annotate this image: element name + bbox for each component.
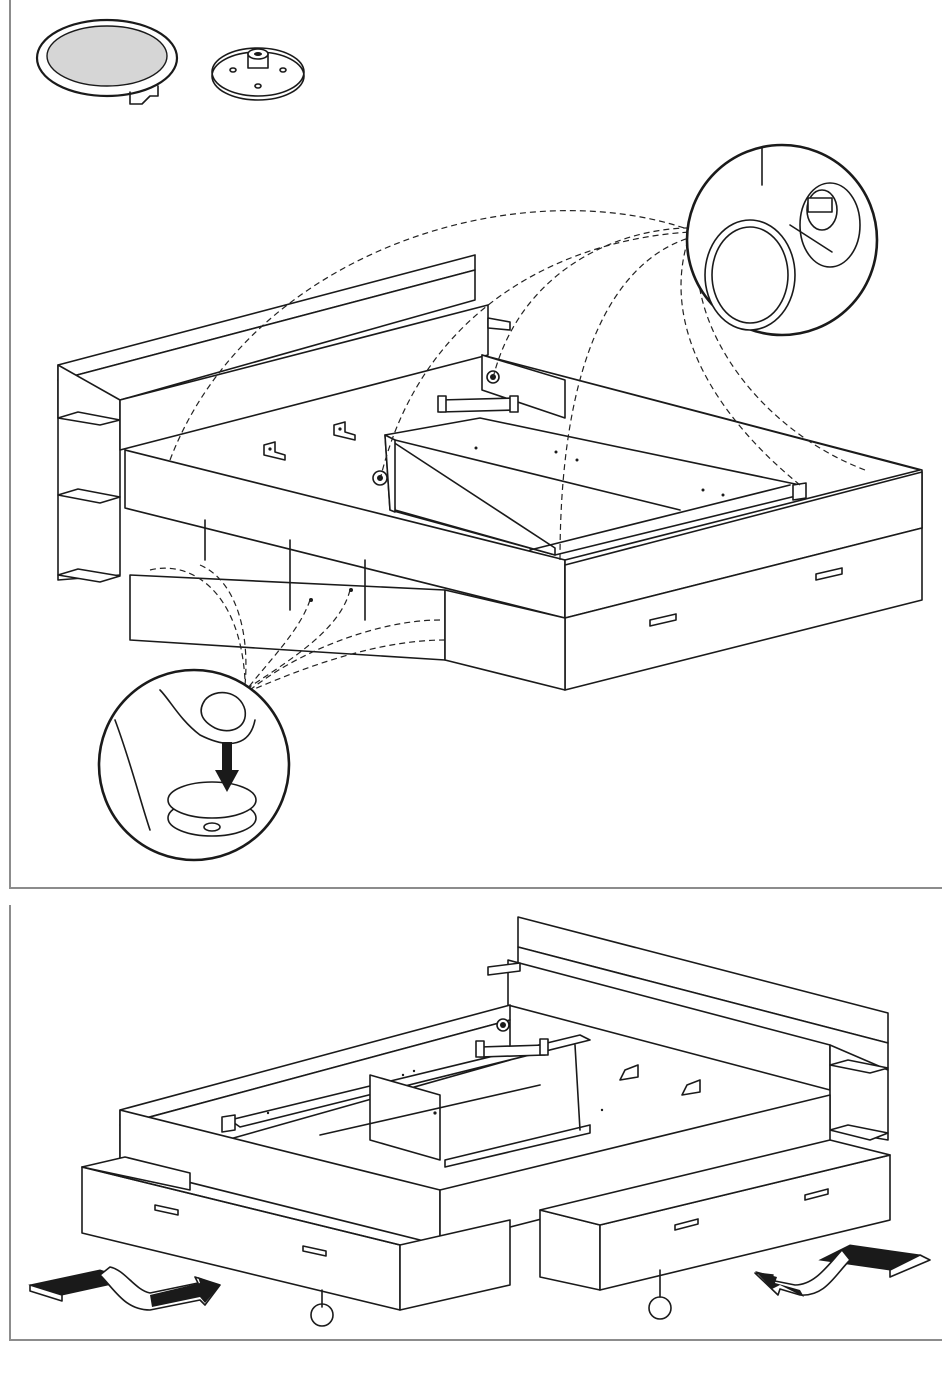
bracket-left [264,442,285,460]
push-arrow-left [30,1267,220,1310]
plate-press-callout [99,670,289,860]
cover-cap-part [37,20,177,104]
drawer-right-callout [649,1297,671,1319]
step-diagram-top [0,0,950,890]
cap-insertion-callout [687,145,877,335]
step-diagram-bottom [0,905,950,1345]
bracket-mid [334,422,355,440]
step-panel-top [0,0,950,890]
push-arrow-right [755,1245,930,1297]
fixing-plate-part [212,48,304,100]
step-panel-bottom [0,905,950,1345]
